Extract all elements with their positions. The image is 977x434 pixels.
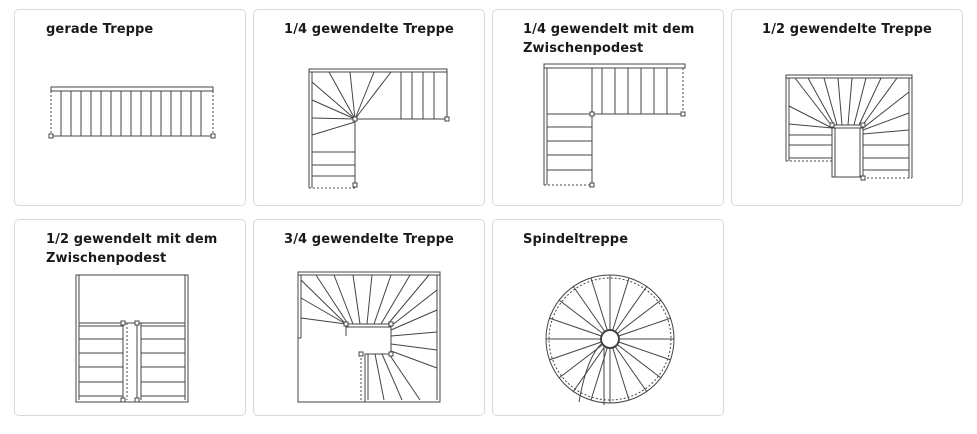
half-turn-staircase-icon <box>732 10 962 205</box>
card-title: 3/4 gewendelte Treppe <box>284 232 454 247</box>
card-title: 1/2 gewendelt mit dem Zwischenpodest <box>46 232 218 266</box>
card-title: 1/2 gewendelte Treppe <box>762 22 932 37</box>
card-straight-staircase[interactable]: gerade Treppe <box>14 9 246 206</box>
quarter-turn-landing-staircase-icon <box>493 10 723 205</box>
card-half-turn-landing-staircase[interactable]: 1/2 gewendelt mit dem Zwischenpodest <box>14 219 246 416</box>
card-quarter-turn-landing-staircase[interactable]: 1/4 gewendelt mit dem Zwischenpodest <box>492 9 724 206</box>
three-quarter-turn-staircase-icon <box>254 220 484 415</box>
half-turn-landing-staircase-icon <box>15 220 245 415</box>
card-spiral-staircase[interactable]: Spindeltreppe <box>492 219 724 416</box>
straight-staircase-icon <box>15 10 245 205</box>
card-title: 1/4 gewendelte Treppe <box>284 22 454 37</box>
card-title: gerade Treppe <box>46 22 154 37</box>
card-three-quarter-turn-staircase[interactable]: 3/4 gewendelte Treppe <box>253 219 485 416</box>
card-quarter-turn-staircase[interactable]: 1/4 gewendelte Treppe <box>253 9 485 206</box>
quarter-turn-staircase-icon <box>254 10 484 205</box>
card-half-turn-staircase[interactable]: 1/2 gewendelte Treppe <box>731 9 963 206</box>
card-title: 1/4 gewendelt mit dem Zwischenpodest <box>523 22 695 56</box>
card-title: Spindeltreppe <box>523 232 629 247</box>
spiral-staircase-icon <box>493 220 723 415</box>
